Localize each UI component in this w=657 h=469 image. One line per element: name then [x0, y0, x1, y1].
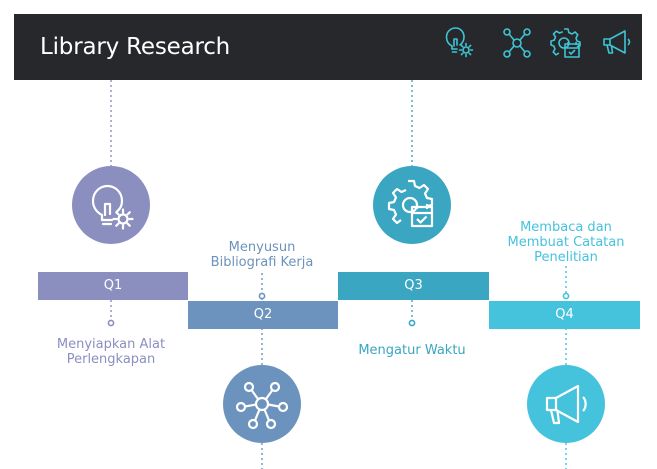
- q2-caption-line: Menyusun: [228, 240, 296, 255]
- q3-bar: [338, 272, 489, 300]
- q1-caption-line: Menyiapkan Alat: [56, 337, 166, 352]
- q4-caption: Membaca dan Membuat Catatan Penelitian: [486, 220, 646, 265]
- header-bar: Library Research: [14, 14, 642, 80]
- dot-q2: [258, 292, 266, 300]
- q3-caption-line: Mengatur Waktu: [358, 343, 466, 358]
- network-icon[interactable]: [499, 25, 535, 61]
- gear-calendar-icon[interactable]: [548, 25, 584, 61]
- lightbulb-gear-icon[interactable]: [442, 25, 478, 61]
- dot-q4: [562, 292, 570, 300]
- megaphone-icon[interactable]: [598, 25, 634, 61]
- connector-dots: [107, 292, 570, 327]
- q3-caption: Mengatur Waktu: [332, 343, 492, 358]
- q3-label: Q3: [404, 278, 423, 293]
- q4-caption-line: Penelitian: [534, 250, 598, 265]
- q2-caption-line: Bibliografi Kerja: [210, 255, 314, 270]
- network-icon[interactable]: [223, 365, 301, 443]
- megaphone-icon[interactable]: [527, 365, 605, 443]
- dot-q3: [408, 319, 416, 327]
- q2-label: Q2: [253, 307, 273, 322]
- q1-caption-line: Perlengkapan: [66, 352, 156, 367]
- gear-calendar-icon[interactable]: [373, 166, 451, 244]
- q2-caption: Menyusun Bibliografi Kerja: [182, 240, 342, 270]
- dot-q1: [107, 319, 115, 327]
- lightbulb-gear-icon[interactable]: [72, 166, 150, 244]
- q1-bar: [38, 272, 188, 300]
- page-title: Library Research: [40, 34, 231, 60]
- q4-bar: [489, 301, 640, 329]
- q1-label: Q1: [103, 278, 123, 293]
- q4-caption-line: Membaca dan: [520, 220, 612, 235]
- q2-bar: [188, 301, 338, 329]
- q1-caption: Menyiapkan Alat Perlengkapan: [31, 337, 191, 367]
- q4-label: Q4: [555, 307, 574, 322]
- q4-caption-line: Membuat Catatan: [507, 235, 625, 250]
